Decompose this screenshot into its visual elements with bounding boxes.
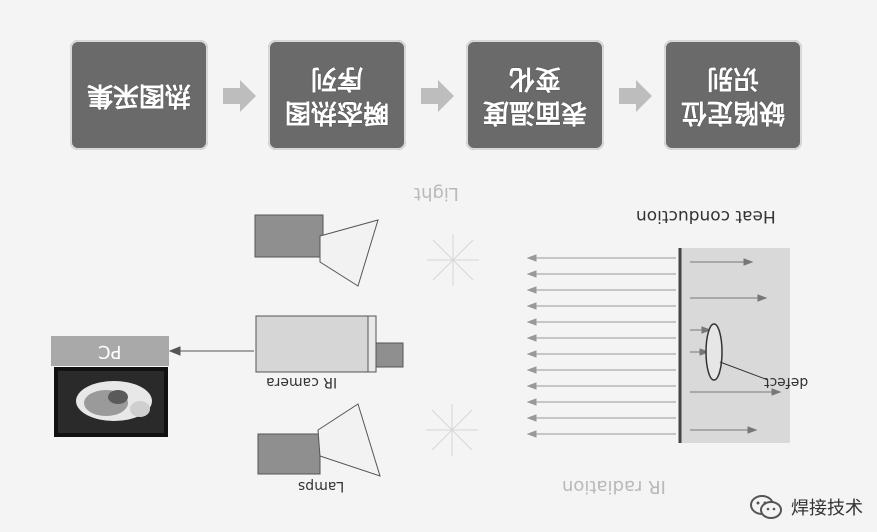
flow-arrow-1: [223, 80, 256, 112]
defect-label: defect: [764, 374, 808, 390]
defect-label-text: defect: [764, 374, 809, 390]
ir-camera-label: IR camera: [266, 374, 337, 390]
light-burst-bottom: [426, 404, 478, 456]
pc-thermal-screen: [54, 367, 168, 437]
lamps-label: Lamps: [298, 478, 344, 494]
process-step-2: 瞬态热图序列: [268, 40, 406, 150]
flow-arrows: [223, 80, 652, 112]
camera-to-pc-arrow: [168, 346, 254, 356]
wechat-icon: [750, 495, 782, 519]
lamps-label-text: Lamps: [298, 478, 345, 494]
lamp-bottom: [257, 403, 381, 477]
defect-marker: [705, 323, 723, 381]
process-step-1: 热图采集: [70, 40, 208, 150]
pc-label-text: PC: [98, 340, 122, 362]
watermark-text: 焊接技术: [791, 498, 863, 519]
heat-conduction-label: Heat conduction: [636, 206, 776, 226]
heat-conduction-label-text: Heat conduction: [636, 206, 776, 226]
thermal-image: [58, 371, 164, 433]
process-step-3: 表面温度变化: [466, 40, 604, 150]
light-burst-top: [427, 234, 479, 286]
ir-radiation-label: IR radiation: [562, 476, 666, 497]
ir-camera: [255, 315, 404, 373]
pc-label: PC: [51, 336, 169, 366]
ir-radiation-label-text: IR radiation: [562, 476, 666, 497]
defect-leader-line: [719, 361, 769, 381]
lamp-top: [254, 214, 379, 287]
ir-camera-label-text: IR camera: [266, 374, 338, 390]
heat-conduction-arrows: [690, 258, 782, 434]
flow-arrow-3: [619, 80, 652, 112]
watermark: 焊接技术: [749, 494, 863, 520]
flow-arrow-2: [421, 80, 454, 112]
specimen-panel: [680, 248, 790, 443]
ir-radiation-arrows: [526, 254, 676, 438]
process-step-4: 缺陷定位识别: [664, 40, 802, 150]
